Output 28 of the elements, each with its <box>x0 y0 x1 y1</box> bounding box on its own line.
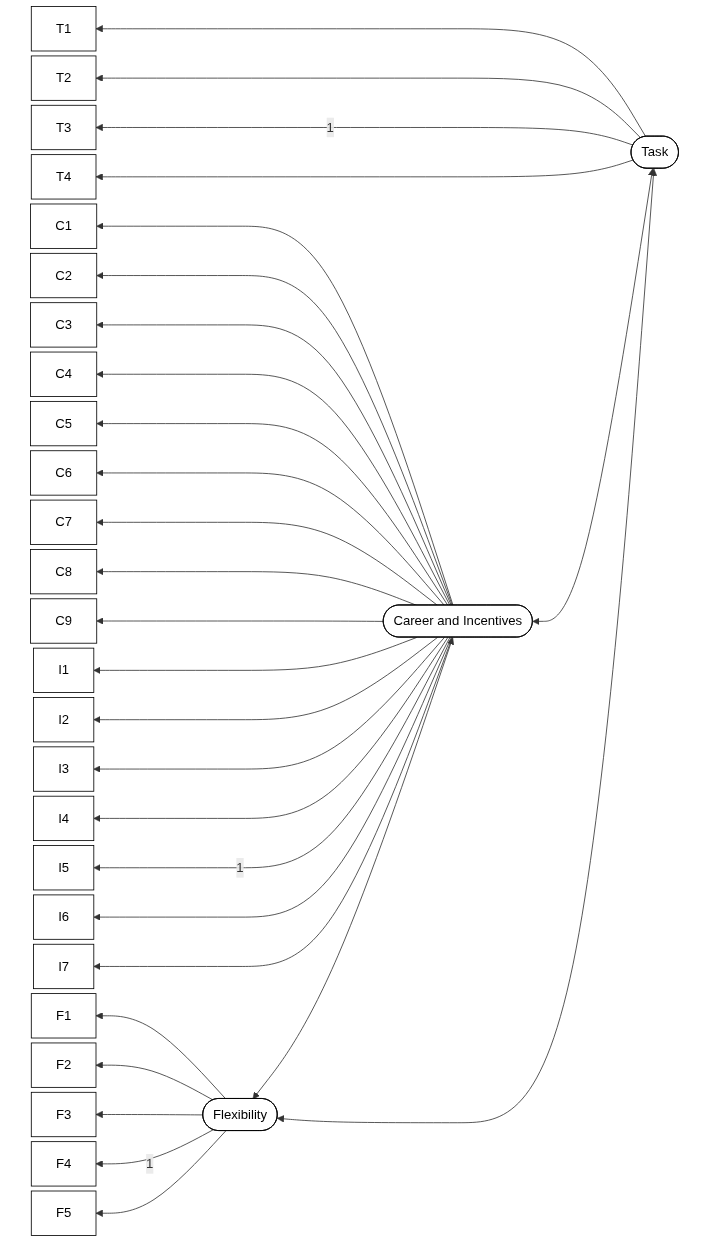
node-box: C8 <box>30 549 98 595</box>
node-box: I4 <box>33 795 95 841</box>
node-box: I1 <box>33 647 95 693</box>
node-box: F3 <box>30 1091 97 1138</box>
node-box: T3 <box>30 104 97 151</box>
node-box: T2 <box>30 55 97 101</box>
node-box: C9 <box>30 598 98 644</box>
node-box: C6 <box>30 450 98 496</box>
node-box: I6 <box>33 894 95 940</box>
edge-label: 1 <box>236 860 244 875</box>
node-box: C7 <box>30 499 98 545</box>
node-box: I5 <box>33 845 95 891</box>
node-box: T1 <box>30 6 97 52</box>
node-box: C5 <box>30 400 98 447</box>
node-box: F4 <box>30 1141 97 1187</box>
node-box: I2 <box>33 697 95 743</box>
edge-label: 1 <box>146 1156 154 1171</box>
node-box: T4 <box>30 154 97 200</box>
node-box: F2 <box>30 1042 97 1088</box>
node-box: C1 <box>30 203 98 249</box>
node-box: F5 <box>30 1190 97 1236</box>
node-box: C4 <box>30 351 98 397</box>
edge-label: 1 <box>326 120 334 135</box>
node-box: I3 <box>33 746 95 792</box>
node-box: I7 <box>33 943 95 990</box>
node-box: F1 <box>30 993 97 1039</box>
node-box: C3 <box>30 302 98 348</box>
node-box: C2 <box>30 252 98 299</box>
